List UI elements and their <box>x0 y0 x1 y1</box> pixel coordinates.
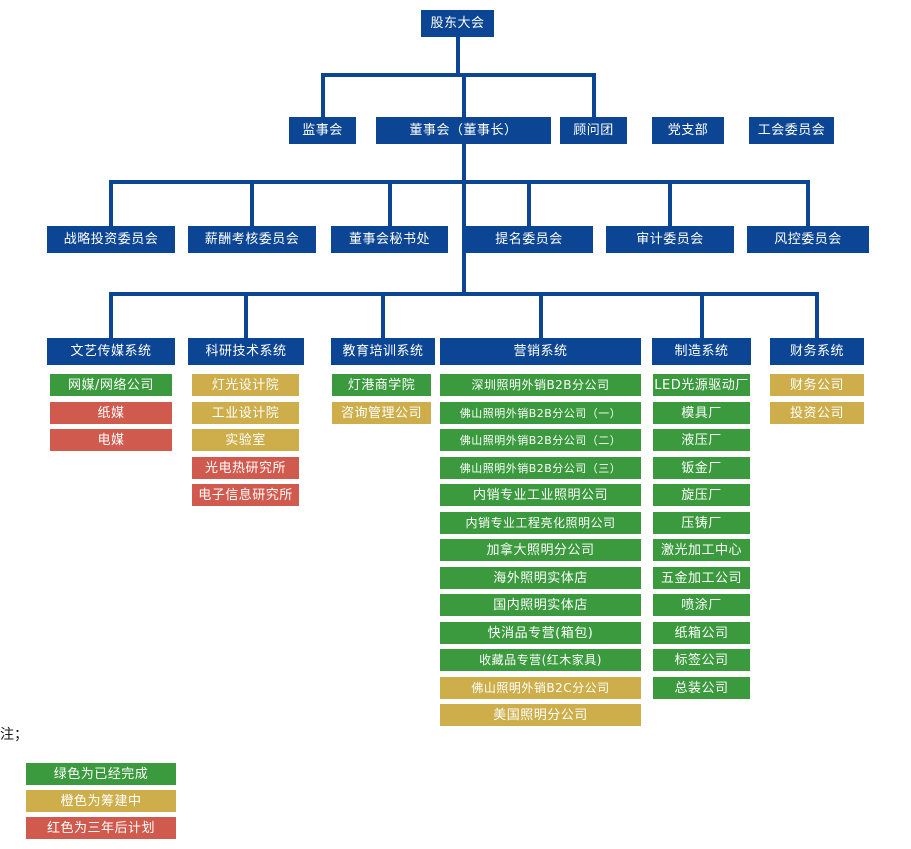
legend-item-green: 绿色为已经完成 <box>26 763 176 785</box>
node-system-4-item-2[interactable]: 液压厂 <box>653 429 750 451</box>
node-system-4-item-8[interactable]: 喷涂厂 <box>653 594 750 616</box>
node-system-1-item-4[interactable]: 电子信息研究所 <box>192 484 299 506</box>
node-system-4-item-4[interactable]: 旋压厂 <box>653 484 750 506</box>
node-system-1-item-2[interactable]: 实验室 <box>192 429 299 451</box>
drop-row3-0 <box>109 180 113 226</box>
node-system-3-item-11[interactable]: 佛山照明外销B2C分公司 <box>440 677 641 699</box>
node-system-4-item-5[interactable]: 压铸厂 <box>653 512 750 534</box>
node-system-4-item-7[interactable]: 五金加工公司 <box>653 567 750 589</box>
node-row3-0[interactable]: 战略投资委员会 <box>47 226 175 253</box>
node-system-3-item-9[interactable]: 快消品专营(箱包) <box>440 622 641 644</box>
node-system-0[interactable]: 文艺传媒系统 <box>47 338 175 365</box>
drop-row2-2 <box>591 73 596 117</box>
node-system-2-item-0[interactable]: 灯港商学院 <box>332 374 431 396</box>
node-system-3-item-0[interactable]: 深圳照明外销B2B分公司 <box>440 374 641 396</box>
node-system-4-item-10[interactable]: 标签公司 <box>653 649 750 671</box>
node-system-3-item-7[interactable]: 海外照明实体店 <box>440 567 641 589</box>
drop-system-3 <box>538 292 543 338</box>
drop-system-5 <box>815 292 819 338</box>
node-system-5-item-1[interactable]: 投资公司 <box>770 402 864 424</box>
node-system-5-item-0[interactable]: 财务公司 <box>770 374 864 396</box>
node-system-4-item-6[interactable]: 激光加工中心 <box>653 539 750 561</box>
legend-item-red: 红色为三年后计划 <box>26 817 176 839</box>
node-system-0-item-2[interactable]: 电媒 <box>50 429 172 451</box>
node-system-3-item-4[interactable]: 内销专业工业照明公司 <box>440 484 641 506</box>
node-row3-4[interactable]: 审计委员会 <box>606 226 734 253</box>
node-system-4[interactable]: 制造系统 <box>652 338 751 365</box>
drop-system-2 <box>381 292 385 338</box>
trunk-board <box>461 144 466 296</box>
legend-note-label: 注； <box>0 727 28 743</box>
node-system-4-item-11[interactable]: 总装公司 <box>653 677 750 699</box>
bus-row3 <box>109 180 810 184</box>
node-system-4-item-0[interactable]: LED光源驱动厂 <box>653 374 750 396</box>
drop-system-4 <box>699 292 704 338</box>
drop-system-0 <box>109 292 113 338</box>
node-system-3-item-12[interactable]: 美国照明分公司 <box>440 704 641 726</box>
node-system-3-item-10[interactable]: 收藏品专营(红木家具) <box>440 649 641 671</box>
bus-systems <box>109 292 819 296</box>
drop-row2-0 <box>320 73 325 117</box>
node-system-1[interactable]: 科研技术系统 <box>188 338 304 365</box>
node-system-3-item-6[interactable]: 加拿大照明分公司 <box>440 539 641 561</box>
node-row3-2[interactable]: 董事会秘书处 <box>331 226 448 253</box>
bus-row2 <box>320 73 596 77</box>
node-system-3-item-2[interactable]: 佛山照明外销B2B分公司（二） <box>440 429 641 451</box>
drop-row3-5 <box>806 180 810 226</box>
node-row2-0[interactable]: 监事会 <box>289 117 356 144</box>
node-system-4-item-9[interactable]: 纸箱公司 <box>653 622 750 644</box>
legend-item-orange: 橙色为筹建中 <box>26 790 176 812</box>
node-row2-3[interactable]: 党支部 <box>652 117 724 144</box>
node-system-3-item-5[interactable]: 内销专业工程亮化照明公司 <box>440 512 641 534</box>
node-row3-5[interactable]: 风控委员会 <box>747 226 869 253</box>
drop-row3-2 <box>387 180 392 226</box>
node-root[interactable]: 股东大会 <box>421 10 494 37</box>
node-system-2-item-1[interactable]: 咨询管理公司 <box>332 402 431 424</box>
node-system-1-item-1[interactable]: 工业设计院 <box>192 402 299 424</box>
node-system-3-item-1[interactable]: 佛山照明外销B2B分公司（一） <box>440 402 641 424</box>
node-row2-1[interactable]: 董事会（董事长） <box>376 117 551 144</box>
node-row3-1[interactable]: 薪酬考核委员会 <box>188 226 316 253</box>
node-system-2[interactable]: 教育培训系统 <box>331 338 435 365</box>
node-system-3[interactable]: 营销系统 <box>440 338 641 365</box>
node-system-1-item-3[interactable]: 光电热研究所 <box>192 457 299 479</box>
trunk-root <box>455 37 460 77</box>
drop-system-1 <box>244 292 248 338</box>
drop-row3-4 <box>668 180 672 226</box>
node-system-1-item-0[interactable]: 灯光设计院 <box>192 374 299 396</box>
node-row3-3[interactable]: 提名委员会 <box>465 226 593 253</box>
drop-row3-1 <box>250 180 254 226</box>
drop-row3-3 <box>527 180 531 226</box>
node-system-4-item-3[interactable]: 钣金厂 <box>653 457 750 479</box>
node-system-3-item-8[interactable]: 国内照明实体店 <box>440 594 641 616</box>
node-row2-2[interactable]: 顾问团 <box>560 117 627 144</box>
drop-row2-1 <box>461 73 466 117</box>
node-system-4-item-1[interactable]: 模具厂 <box>653 402 750 424</box>
node-system-3-item-3[interactable]: 佛山照明外销B2B分公司（三） <box>440 457 641 479</box>
node-system-5[interactable]: 财务系统 <box>770 338 864 365</box>
node-row2-4[interactable]: 工会委员会 <box>749 117 834 144</box>
node-system-0-item-1[interactable]: 纸媒 <box>50 402 172 424</box>
node-system-0-item-0[interactable]: 网媒/网络公司 <box>50 374 172 396</box>
